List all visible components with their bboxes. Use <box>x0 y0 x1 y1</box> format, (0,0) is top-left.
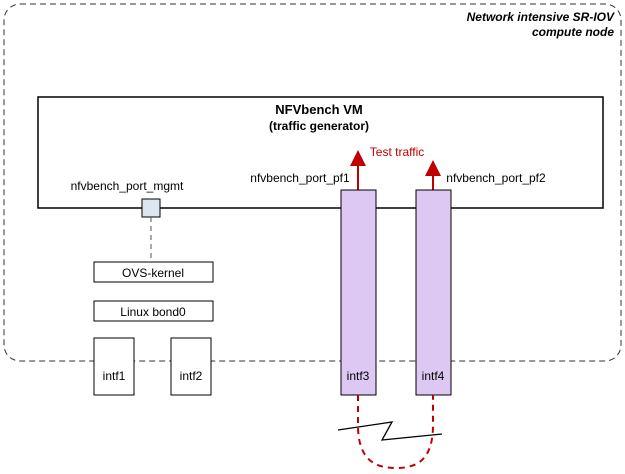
intf1-label: intf1 <box>103 369 126 383</box>
linux-bond-label: Linux bond0 <box>120 305 186 319</box>
intf2-label: intf2 <box>180 369 203 383</box>
vm-title: NFVbench VM <box>275 102 362 117</box>
linux-bond-box <box>93 300 214 322</box>
test-traffic-label: Test traffic <box>370 145 424 159</box>
intf4-label: intf4 <box>422 369 445 383</box>
port-mgmt <box>141 198 161 218</box>
intf2-box <box>170 337 212 396</box>
port-pf1-label: nfvbench_port_pf1 <box>250 171 350 185</box>
port-pf2-label: nfvbench_port_pf2 <box>446 171 546 185</box>
vf-column-pf1 <box>340 189 377 396</box>
port-mgmt-label: nfvbench_port_mgmt <box>71 179 184 193</box>
intf3-label: intf3 <box>347 369 370 383</box>
vm-subtitle: (traffic generator) <box>269 119 369 133</box>
compute-node-label-line1: Network intensive SR-IOV <box>467 10 615 24</box>
nfvbench-vm-box <box>37 96 604 209</box>
ovs-kernel-box <box>93 261 214 283</box>
lightning-bolt-icon <box>337 421 443 441</box>
compute-node-boundary <box>3 3 622 362</box>
compute-node-label-line2: compute node <box>532 25 614 39</box>
vf-column-pf2 <box>415 189 452 396</box>
ovs-kernel-label: OVS-kernel <box>122 266 184 280</box>
intf1-box <box>93 337 135 396</box>
loopback-cable <box>357 395 434 470</box>
